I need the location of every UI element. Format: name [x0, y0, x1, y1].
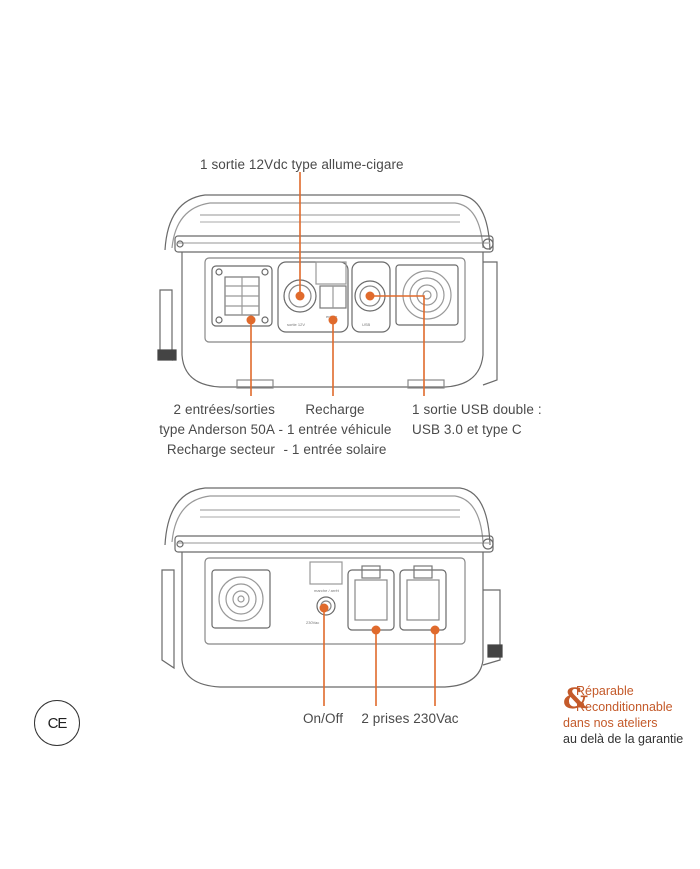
top-callout-dots [246, 291, 375, 325]
label-anderson-line-1: 2 entrées/sorties [173, 402, 275, 417]
label-recharge-line-2: - 1 entrée véhicule [278, 422, 392, 437]
label-recharge-line-1: Recharge [305, 402, 365, 417]
label-anderson-line-2: type Anderson 50A [159, 422, 275, 437]
svg-text:230Vac: 230Vac [306, 620, 319, 625]
repair-line-3: dans nos ateliers [563, 716, 658, 730]
marker-anderson [246, 315, 256, 325]
label-usb-line-2: USB 3.0 et type C [412, 422, 522, 437]
repair-badge: & Réparable Reconditionnable dans nos at… [563, 683, 693, 747]
top-callouts [250, 172, 425, 396]
marker-cigarette [295, 291, 305, 301]
label-onoff: On/Off [302, 711, 344, 726]
repair-line-4: au delà de la garantie [563, 732, 684, 746]
callout-line-usb [370, 295, 425, 396]
marker-outlet-1 [371, 625, 381, 635]
label-anderson-line-3: Recharge secteur [166, 442, 275, 457]
marker-usb [365, 291, 375, 301]
repair-logo-icon: & [563, 682, 589, 715]
repair-line-2: Reconditionnable [576, 700, 673, 714]
label-recharge: Recharge - 1 entrée véhicule - 1 entrée … [272, 400, 398, 460]
label-cigarette-output: 1 sortie 12Vdc type allume-cigare [200, 157, 404, 172]
label-usb: 1 sortie USB double : USB 3.0 et type C [412, 400, 572, 440]
label-usb-line-1: 1 sortie USB double : [412, 402, 542, 417]
bottom-unit-drawing [161, 487, 503, 688]
svg-text:marche / arrêt: marche / arrêt [314, 588, 340, 593]
label-recharge-line-3: - 1 entrée solaire [283, 442, 387, 457]
label-anderson: 2 entrées/sorties type Anderson 50A Rech… [140, 400, 275, 460]
marker-onoff [319, 603, 329, 613]
bottom-unit-small-text: marche / arrêt 230Vac [306, 588, 340, 625]
marker-recharge [328, 315, 338, 325]
bottom-callouts [323, 608, 436, 706]
ce-certification-mark: CE [34, 700, 80, 746]
bottom-callout-dots [319, 603, 440, 635]
svg-text:USB: USB [362, 322, 371, 327]
top-unit-drawing [157, 194, 498, 389]
marker-outlet-2 [430, 625, 440, 635]
svg-text:sortie 12V: sortie 12V [287, 322, 305, 327]
repair-line-1: Réparable [576, 684, 634, 698]
label-outlets: 2 prises 230Vac [361, 711, 459, 726]
